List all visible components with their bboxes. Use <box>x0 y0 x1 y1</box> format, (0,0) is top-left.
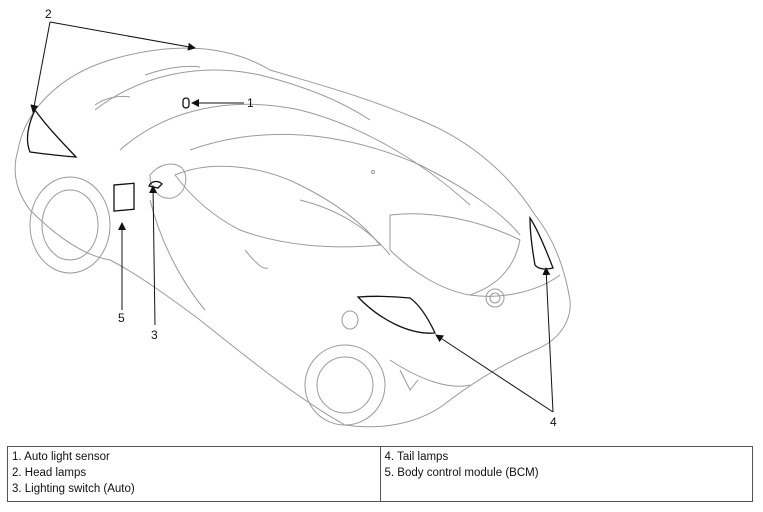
lighting-switch <box>148 180 163 189</box>
tail-lamp-left <box>356 295 436 334</box>
legend-table: 1. Auto light sensor 2. Head lamps 3. Li… <box>7 446 753 502</box>
callout-3: 3 <box>151 328 158 342</box>
tail-lamp-right <box>529 215 554 270</box>
callout-1: 1 <box>247 96 254 110</box>
legend-item-bcm: 5. Body control module (BCM) <box>384 467 539 479</box>
legend-item-lighting-switch: 3. Lighting switch (Auto) <box>12 483 135 495</box>
car-illustration <box>14 47 571 428</box>
leader-lines <box>30 21 554 413</box>
head-lamp-left <box>26 108 78 158</box>
legend-column-right: 4. Tail lamps 5. Body control module (BC… <box>379 447 753 501</box>
legend-item-head-lamps: 2. Head lamps <box>12 467 87 479</box>
legend-item-auto-light-sensor: 1. Auto light sensor <box>12 451 110 463</box>
car-lighting-diagram: 1 2 3 4 5 <box>14 7 571 429</box>
callout-2: 2 <box>45 7 52 21</box>
component-outlines <box>26 97 554 334</box>
callout-4: 4 <box>550 415 557 429</box>
auto-light-sensor <box>182 97 190 109</box>
legend-column-left: 1. Auto light sensor 2. Head lamps 3. Li… <box>8 447 380 501</box>
legend-item-tail-lamps: 4. Tail lamps <box>384 451 449 463</box>
callout-5: 5 <box>118 311 125 325</box>
bcm-module <box>113 182 135 212</box>
